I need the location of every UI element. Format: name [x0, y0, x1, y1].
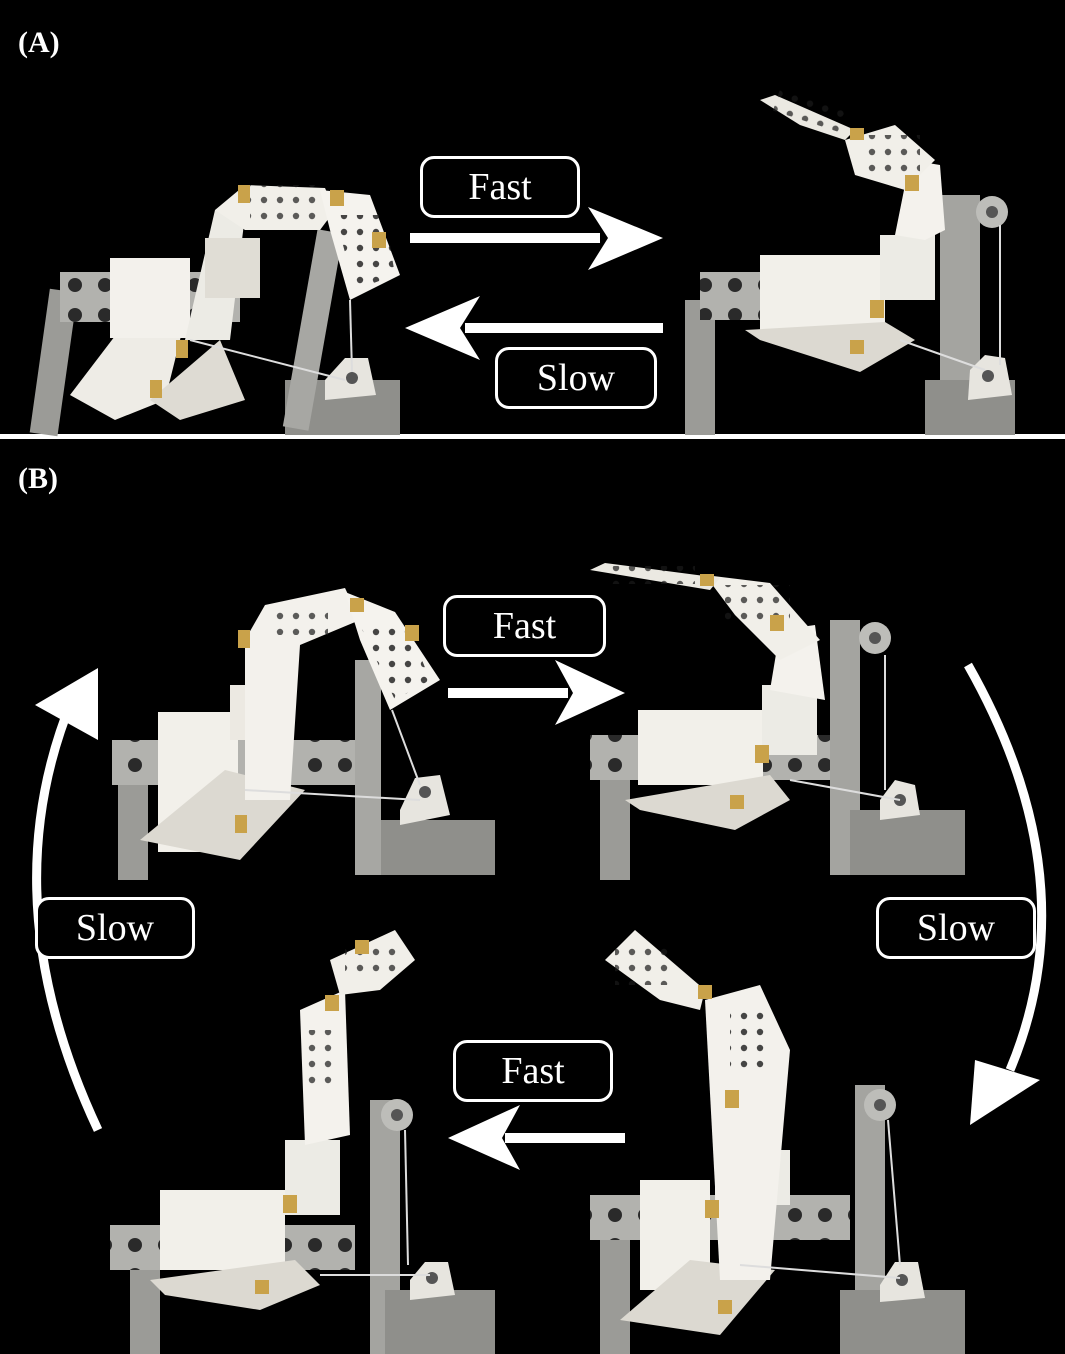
fast-label-b-bottom: Fast	[453, 1040, 613, 1102]
panel-label-b: (B)	[18, 462, 58, 495]
arrow-curved-down-icon	[964, 662, 1047, 1125]
robot-a-right	[685, 89, 1015, 435]
robot-a-left	[29, 185, 400, 437]
robot-b-bottom-right	[590, 930, 965, 1354]
arrow-right-icon	[448, 660, 625, 725]
slow-label-b-left: Slow	[35, 897, 195, 959]
fast-label-a: Fast	[420, 156, 580, 218]
fast-label-b-top: Fast	[443, 595, 606, 657]
arrow-right-icon	[410, 207, 663, 270]
arrow-left-icon	[448, 1105, 625, 1170]
panel-divider	[0, 434, 1065, 439]
panel-label-a: (A)	[18, 26, 60, 59]
robot-b-top-left	[112, 588, 495, 880]
arrow-left-icon	[405, 296, 663, 360]
robot-b-bottom-left	[110, 930, 495, 1354]
slow-label-a: Slow	[495, 347, 657, 409]
slow-label-b-right: Slow	[876, 897, 1036, 959]
robot-b-top-right	[590, 563, 965, 880]
